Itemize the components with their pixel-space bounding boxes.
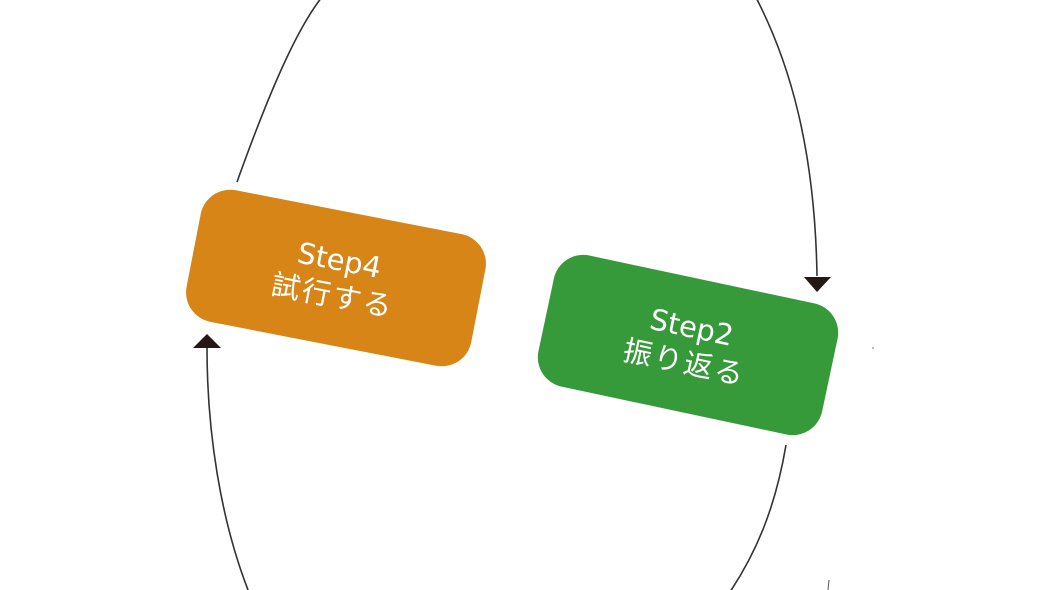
arc-top-right: [756, 0, 818, 277]
arrow-up-icon: [193, 334, 221, 348]
arc-bottom-right: [730, 444, 787, 590]
arc-top: [236, 0, 321, 183]
arc-bottom-left: [206, 347, 249, 590]
arrow-down-icon: [804, 277, 831, 292]
